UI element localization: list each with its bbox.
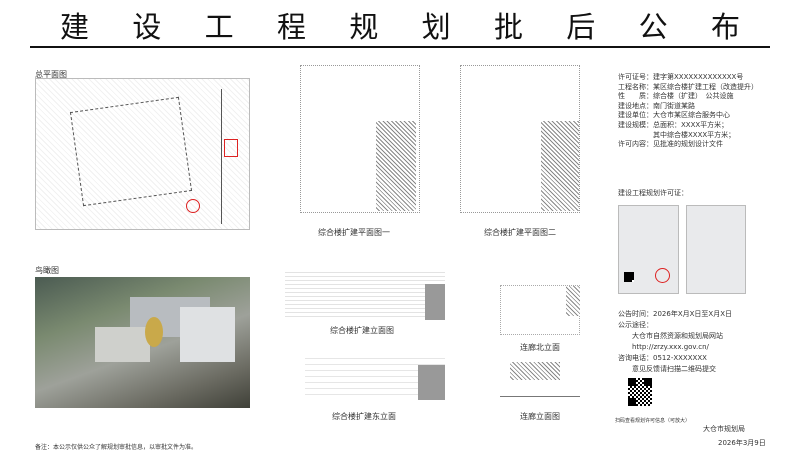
qr-note: 扫码查看规划许可信息（可放大） xyxy=(615,418,691,424)
title-char: 设 xyxy=(132,10,162,44)
info-line: 大仓市自然资源和规划局网站 xyxy=(618,332,723,340)
elevation-3 xyxy=(500,285,580,335)
title-char: 工 xyxy=(204,10,234,44)
title-char: 批 xyxy=(493,10,523,44)
info-line: 意见反馈请扫描二维码提交 xyxy=(618,365,716,373)
title-divider xyxy=(30,46,770,48)
title-char: 公 xyxy=(638,10,668,44)
footnote: 备注：本公示仅供公众了解规划审批信息，以审批文件为准。 xyxy=(35,444,198,451)
title-char: 建 xyxy=(60,10,90,44)
title-char: 规 xyxy=(349,10,379,44)
info-line: 许可证号：建字第XXXXXXXXXXXXX号 xyxy=(618,73,744,81)
info-line: 公告时间：2026年X月X日至X月X日 xyxy=(618,310,732,318)
info-line: 许可内容：见批准的规划设计文件 xyxy=(618,140,723,149)
info-line: 咨询电话：0512-XXXXXXX xyxy=(618,354,707,362)
permit-certificate-back xyxy=(686,205,746,294)
info-line: 建设单位：大仓市某区综合服务中心 xyxy=(618,111,730,120)
floor-plan-2-label: 综合楼扩建平面图二 xyxy=(484,228,556,237)
elevation-3-label: 连廊北立面 xyxy=(520,343,560,352)
issuer: 大仓市规划局 xyxy=(703,425,745,433)
elevation-4-label: 连廊立面图 xyxy=(520,412,560,421)
floor-plan-1 xyxy=(300,65,420,213)
elevation-4 xyxy=(500,362,580,397)
permit-info: 许可证号：建字第XXXXXXXXXXXXX号 工程名称：某区综合楼扩建工程（改造… xyxy=(618,73,758,150)
issue-date: 2026年3月9日 xyxy=(718,439,766,447)
title-char: 后 xyxy=(566,10,596,44)
site-plan-label: 总平面图 xyxy=(35,70,67,79)
publicity-info: 公告时间：2026年X月X日至X月X日 公示途径： 大仓市自然资源和规划局网站 … xyxy=(618,309,732,375)
info-line: 性 质：综合楼（扩建） 公共设施 xyxy=(618,92,734,101)
site-plan-drawing xyxy=(35,78,250,230)
qr-code[interactable] xyxy=(628,378,652,406)
floor-plan-1-label: 综合楼扩建平面图一 xyxy=(318,228,390,237)
info-line: 建设规模：总面积：XXXX平方米； xyxy=(618,120,729,129)
info-link[interactable]: http://zrzy.xxx.gov.cn/ xyxy=(618,343,709,351)
elevation-1 xyxy=(285,272,445,320)
aerial-label: 鸟瞰图 xyxy=(35,266,59,275)
title-char: 布 xyxy=(710,10,740,44)
page-title: 建设工程规划批后公布 xyxy=(30,4,770,44)
aerial-render-image xyxy=(35,277,250,408)
elevation-2-label: 综合楼扩建东立面 xyxy=(332,412,396,421)
permit-heading: 建设工程规划许可证： xyxy=(618,189,688,197)
info-line: 工程名称：某区综合楼扩建工程（改造提升） xyxy=(618,82,758,91)
info-line: 建设地点：南门街道某路 xyxy=(618,101,695,110)
elevation-2 xyxy=(305,355,445,400)
floor-plan-2 xyxy=(460,65,580,213)
info-line: 其中综合楼XXXX平方米； xyxy=(618,130,736,139)
elevation-1-label: 综合楼扩建立面图 xyxy=(330,326,394,335)
info-line: 公示途径： xyxy=(618,321,653,329)
title-char: 划 xyxy=(421,10,451,44)
permit-certificate-front xyxy=(618,205,679,294)
title-char: 程 xyxy=(276,10,306,44)
